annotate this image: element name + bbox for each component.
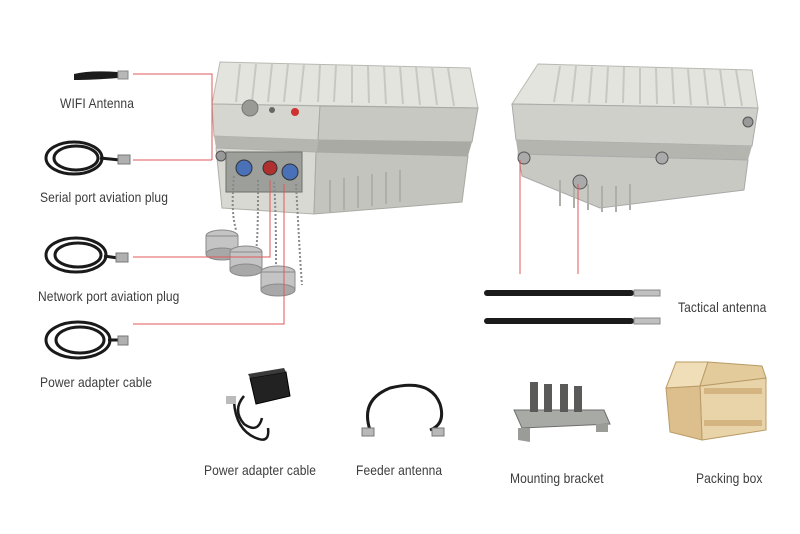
label-feeder-antenna: Feeder antenna	[356, 462, 443, 478]
label-power-cable-bottom: Power adapter cable	[204, 462, 317, 478]
tactical-antenna-icon	[484, 289, 661, 325]
label-tactical-antenna: Tactical antenna	[678, 299, 767, 315]
enclosure-left	[205, 61, 479, 297]
cable-icon-power	[44, 320, 120, 360]
metal-bracket-icon	[513, 382, 611, 442]
plug-connector-icon	[117, 154, 131, 165]
rubber-duck-antenna-icon	[74, 70, 129, 80]
wooden-crate-icon	[665, 361, 767, 441]
leader-lines	[133, 73, 579, 325]
label-mounting-bracket: Mounting bracket	[510, 470, 604, 486]
cable-icon-network	[44, 236, 119, 274]
plug-connector-icon-3	[117, 335, 129, 346]
label-serial-plug: Serial port aviation plug	[40, 189, 168, 205]
label-wifi-antenna: WIFI Antenna	[60, 95, 134, 111]
label-power-cable-left: Power adapter cable	[40, 374, 153, 390]
cable-icon-serial	[44, 140, 121, 176]
label-network-plug: Network port aviation plug	[38, 288, 180, 304]
enclosure-right	[511, 63, 759, 212]
label-packing-box: Packing box	[696, 470, 763, 486]
feeder-cable-icon	[361, 383, 445, 437]
plug-connector-icon-2	[115, 252, 129, 263]
power-brick-icon	[226, 368, 291, 441]
